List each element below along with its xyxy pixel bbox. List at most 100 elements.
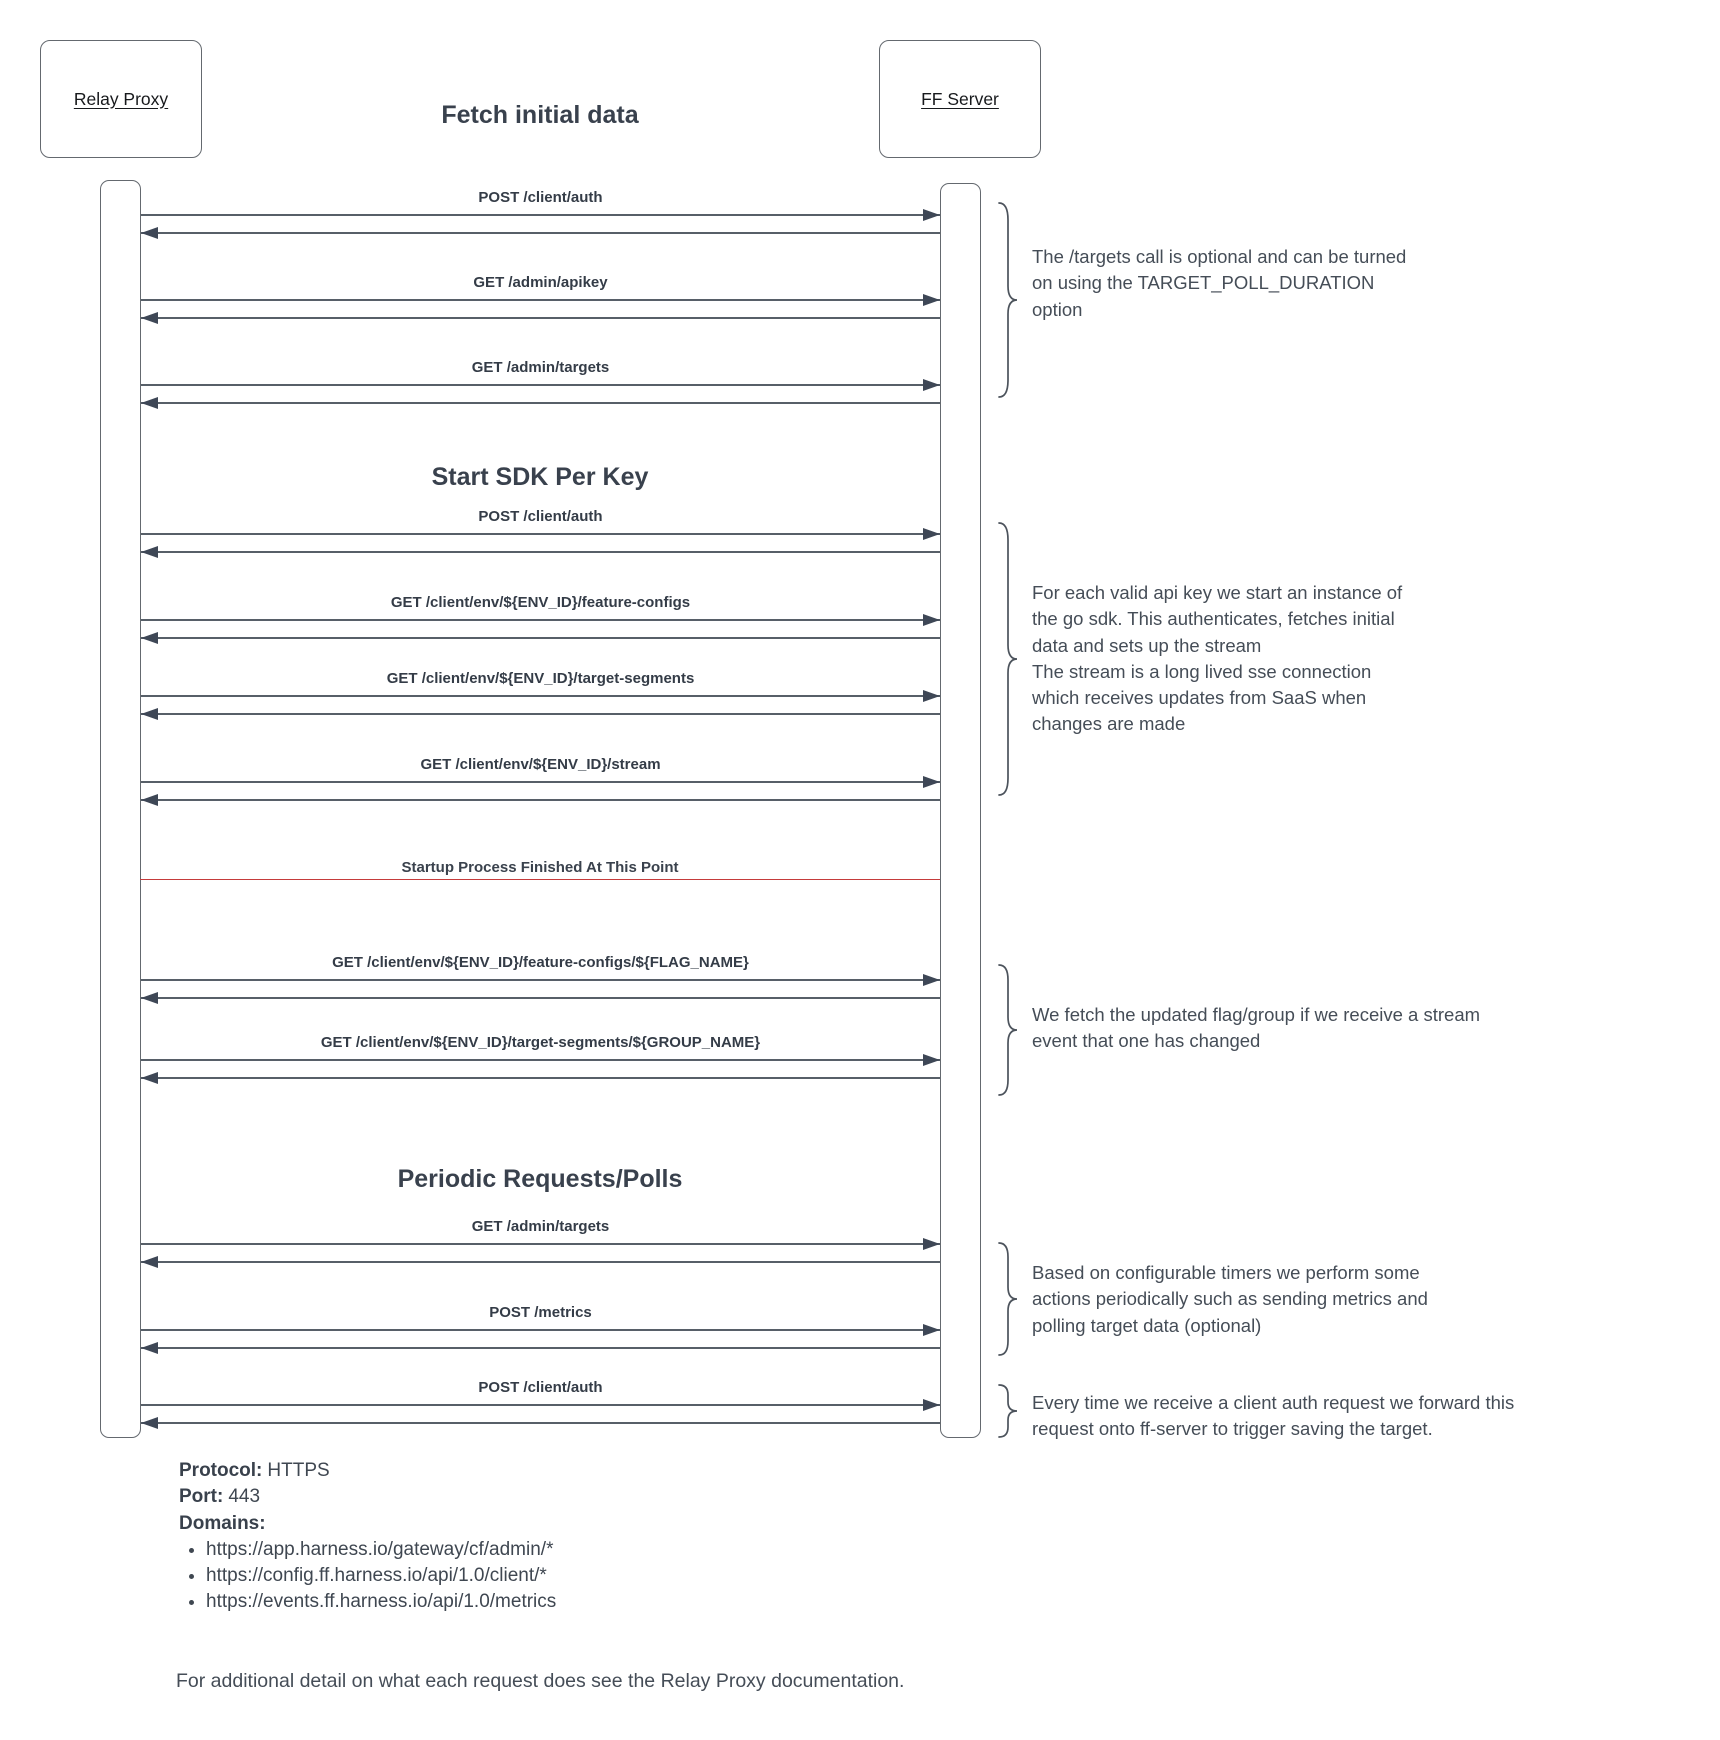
message-label: POST /client/auth xyxy=(478,1379,603,1396)
connection-info: Protocol:HTTPS Port:443 Domains: https:/… xyxy=(179,1458,556,1616)
message-row: POST /metrics xyxy=(141,1303,940,1363)
response-arrow xyxy=(141,1417,940,1429)
message-row: GET /admin/targets xyxy=(141,1217,940,1277)
message-label: GET /client/env/${ENV_ID}/target-segment… xyxy=(386,670,695,687)
arrowhead-left-icon xyxy=(141,632,158,644)
annotation-brace-icon xyxy=(998,520,1018,798)
request-arrow xyxy=(141,379,940,391)
message-row: GET /admin/targets xyxy=(141,358,940,418)
response-arrow xyxy=(141,1256,940,1268)
arrowhead-right-icon xyxy=(923,1238,940,1250)
arrowhead-right-icon xyxy=(923,528,940,540)
response-arrow xyxy=(141,794,940,806)
annotation-note: The /targets call is optional and can be… xyxy=(1032,246,1407,320)
startup-separator-line xyxy=(140,879,940,880)
arrowhead-right-icon xyxy=(923,209,940,221)
request-arrow xyxy=(141,528,940,540)
annotation-brace-icon xyxy=(998,962,1018,1098)
message-row: POST /client/auth xyxy=(141,188,940,248)
arrowhead-left-icon xyxy=(141,992,158,1004)
response-arrow xyxy=(141,1342,940,1354)
actor-relay-proxy: Relay Proxy xyxy=(40,40,202,158)
message-row: POST /client/auth xyxy=(141,507,940,567)
lifeline-relay-proxy xyxy=(100,180,141,1438)
request-arrow xyxy=(141,1054,940,1066)
message-label: GET /admin/apikey xyxy=(473,274,608,291)
domain-list: https://app.harness.io/gateway/cf/admin/… xyxy=(179,1537,556,1616)
startup-separator-label: Startup Process Finished At This Point xyxy=(401,859,679,876)
arrowhead-left-icon xyxy=(141,546,158,558)
message-row: GET /client/env/${ENV_ID}/target-segment… xyxy=(141,669,940,729)
request-arrow xyxy=(141,776,940,788)
protocol-value: HTTPS xyxy=(267,1460,330,1481)
section-title-fetch-initial-data: Fetch initial data xyxy=(441,101,639,129)
message-label: GET /client/env/${ENV_ID}/target-segment… xyxy=(320,1034,761,1051)
protocol-label: Protocol: xyxy=(179,1460,263,1481)
response-arrow xyxy=(141,708,940,720)
response-arrow xyxy=(141,312,940,324)
message-row: GET /client/env/${ENV_ID}/target-segment… xyxy=(141,1033,940,1093)
message-row: POST /client/auth xyxy=(141,1378,940,1438)
port-value: 443 xyxy=(228,1486,261,1508)
lifeline-ff-server xyxy=(940,183,981,1438)
request-arrow xyxy=(141,974,940,986)
arrowhead-right-icon xyxy=(923,1054,940,1066)
message-row: GET /client/env/${ENV_ID}/feature-config… xyxy=(141,593,940,653)
domains-label: Domains: xyxy=(179,1512,266,1534)
arrowhead-right-icon xyxy=(923,294,940,306)
response-arrow xyxy=(141,992,940,1004)
section-title-periodic-requests: Periodic Requests/Polls xyxy=(397,1165,683,1193)
arrowhead-right-icon xyxy=(923,614,940,626)
request-arrow xyxy=(141,209,940,221)
message-label: GET /admin/targets xyxy=(471,1218,610,1235)
response-arrow xyxy=(141,632,940,644)
port-label: Port: xyxy=(179,1486,224,1508)
message-label: GET /client/env/${ENV_ID}/stream xyxy=(420,756,661,773)
message-label: POST /client/auth xyxy=(478,508,603,525)
domain-item: https://events.ff.harness.io/api/1.0/met… xyxy=(206,1589,556,1615)
annotation-note: We fetch the updated flag/group if we re… xyxy=(1032,1004,1481,1052)
port-line: Port:443 xyxy=(179,1484,556,1510)
annotation-brace-icon xyxy=(998,1240,1018,1358)
arrowhead-left-icon xyxy=(141,794,158,806)
message-row: GET /client/env/${ENV_ID}/feature-config… xyxy=(141,953,940,1013)
domain-item: https://app.harness.io/gateway/cf/admin/… xyxy=(206,1537,556,1563)
arrowhead-left-icon xyxy=(141,1417,158,1429)
response-arrow xyxy=(141,546,940,558)
message-label: GET /admin/targets xyxy=(471,359,610,376)
request-arrow xyxy=(141,690,940,702)
arrowhead-left-icon xyxy=(141,312,158,324)
arrowhead-left-icon xyxy=(141,1342,158,1354)
section-title-start-sdk-per-key: Start SDK Per Key xyxy=(431,463,649,491)
message-label: GET /client/env/${ENV_ID}/feature-config… xyxy=(390,594,691,611)
actor-relay-proxy-label: Relay Proxy xyxy=(73,88,169,109)
actor-ff-server-label: FF Server xyxy=(921,88,999,109)
annotation-brace-icon xyxy=(998,200,1018,400)
annotation-note: Every time we receive a client auth requ… xyxy=(1032,1392,1515,1440)
annotation-note: For each valid api key we start an insta… xyxy=(1032,582,1403,735)
arrowhead-left-icon xyxy=(141,708,158,720)
request-arrow xyxy=(141,1238,940,1250)
annotation-note: Based on configurable timers we perform … xyxy=(1032,1262,1428,1336)
message-label: GET /client/env/${ENV_ID}/feature-config… xyxy=(332,954,749,971)
arrowhead-right-icon xyxy=(923,1324,940,1336)
actor-ff-server: FF Server xyxy=(879,40,1041,158)
arrowhead-right-icon xyxy=(923,690,940,702)
message-label: POST /client/auth xyxy=(478,189,603,206)
request-arrow xyxy=(141,614,940,626)
annotation-brace-icon xyxy=(998,1382,1018,1440)
message-row: GET /admin/apikey xyxy=(141,273,940,333)
footer-note: For additional detail on what each reque… xyxy=(176,1670,905,1692)
domains-line: Domains: xyxy=(179,1511,556,1537)
arrowhead-right-icon xyxy=(923,776,940,788)
request-arrow xyxy=(141,294,940,306)
request-arrow xyxy=(141,1399,940,1411)
arrowhead-right-icon xyxy=(923,379,940,391)
arrowhead-left-icon xyxy=(141,227,158,239)
response-arrow xyxy=(141,397,940,409)
request-arrow xyxy=(141,1324,940,1336)
arrowhead-left-icon xyxy=(141,397,158,409)
arrowhead-left-icon xyxy=(141,1072,158,1084)
response-arrow xyxy=(141,227,940,239)
